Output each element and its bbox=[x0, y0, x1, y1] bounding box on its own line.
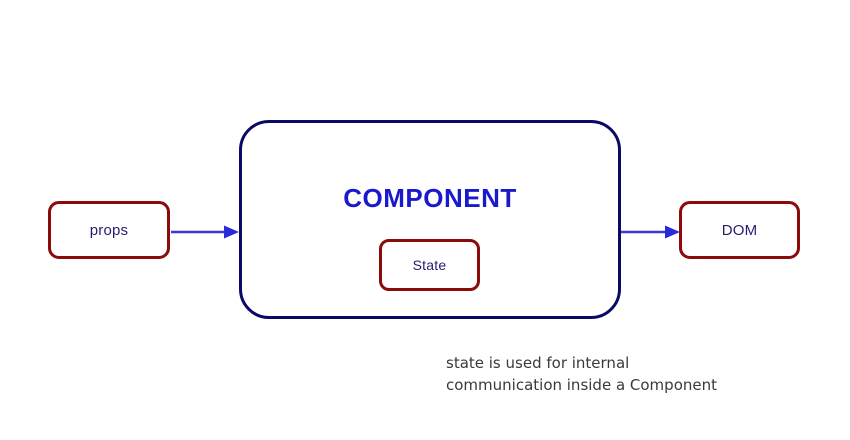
caption-line-1: state is used for internal bbox=[446, 354, 630, 372]
caption-line-2: communication inside a Component bbox=[446, 376, 717, 394]
arrow-right-icon bbox=[621, 225, 680, 239]
node-state[interactable]: State bbox=[379, 239, 480, 291]
node-component[interactable]: COMPONENT bbox=[239, 120, 621, 319]
arrow-right-icon bbox=[171, 225, 239, 239]
diagram-caption: state is used for internal communication… bbox=[446, 352, 806, 396]
node-dom-label: DOM bbox=[721, 221, 758, 239]
component-title: COMPONENT bbox=[343, 183, 517, 213]
props-to-component-arrow bbox=[171, 222, 239, 242]
node-props-label: props bbox=[89, 221, 129, 239]
node-state-label: State bbox=[412, 257, 447, 273]
component-to-dom-arrow bbox=[621, 222, 680, 242]
node-props[interactable]: props bbox=[48, 201, 170, 259]
node-dom[interactable]: DOM bbox=[679, 201, 800, 259]
